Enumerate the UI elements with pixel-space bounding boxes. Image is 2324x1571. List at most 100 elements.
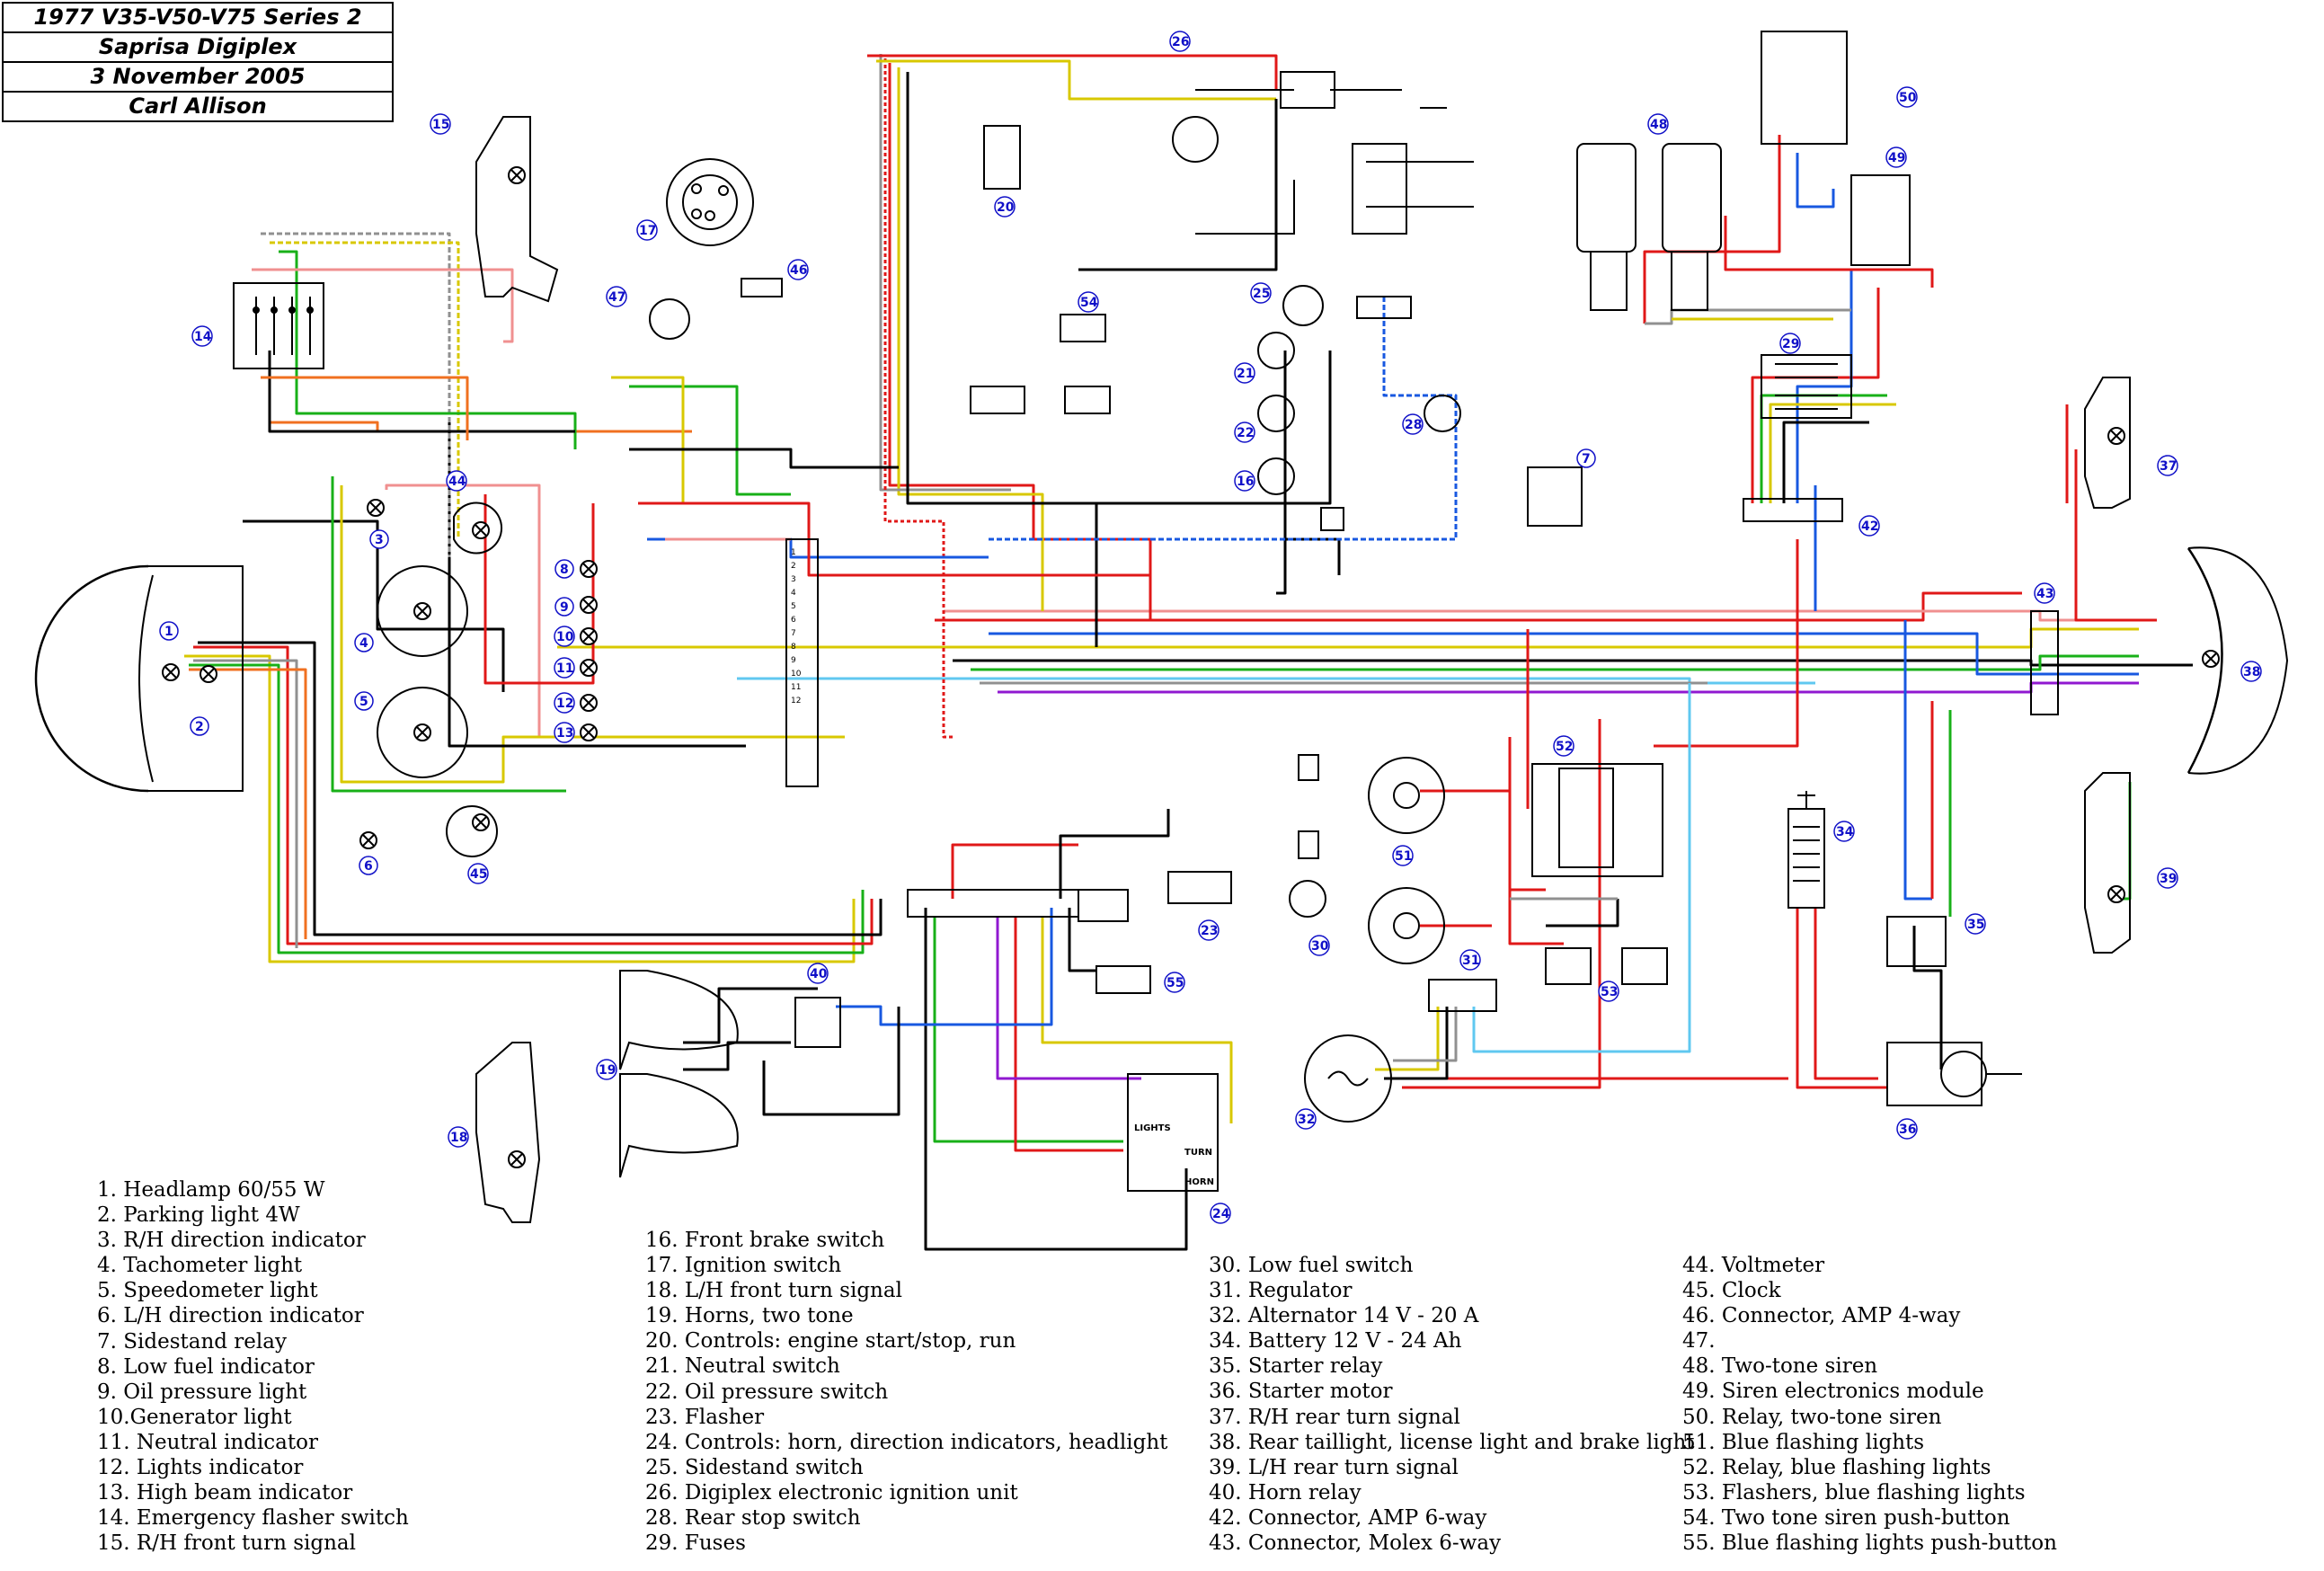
svg-text:2: 2 [195,720,204,734]
callout-37: 37 [2157,455,2178,476]
headlamp-icon [34,564,244,793]
callout-18: 18 [448,1126,469,1148]
svg-text:32: 32 [1298,1113,1315,1127]
callout-20: 20 [994,196,1016,217]
callout-13: 13 [554,722,575,743]
svg-text:51: 51 [1395,849,1412,864]
svg-text:10: 10 [556,630,574,644]
legend-item: 38. Rear taillight, license light and br… [1209,1430,1695,1454]
svg-text:23: 23 [1201,924,1218,938]
legend-item: 47. [1682,1329,1716,1354]
svg-text:46: 46 [790,263,807,278]
starter-motor-icon [1886,1042,2022,1106]
voltmeter-icon [453,501,502,555]
callout-2: 2 [190,716,209,736]
legend-item: 37. R/H rear turn signal [1209,1405,1460,1429]
svg-text:36: 36 [1899,1123,1916,1137]
svg-text:15: 15 [432,118,449,132]
svg-text:24: 24 [1212,1207,1230,1221]
legend-item: 28. Rear stop switch [645,1506,861,1531]
callout-51: 51 [1392,845,1414,866]
legend-item: 20. Controls: engine start/stop, run [645,1329,1016,1354]
svg-text:39: 39 [2160,872,2177,886]
svg-text:7: 7 [791,629,796,638]
legend-item: 10.Generator light [97,1405,292,1429]
callout-31: 31 [1459,949,1481,971]
legend-item: 25. Sidestand switch [645,1455,864,1479]
svg-text:11: 11 [556,661,573,676]
callout-49: 49 [1885,146,1907,168]
rear-turn-signal-rh-icon [2084,377,2131,509]
svg-text:6: 6 [791,616,796,625]
legend-item: 18. L/H front turn signal [645,1279,902,1303]
callout-10: 10 [554,626,575,647]
callout-48: 48 [1647,113,1669,135]
callout-9: 9 [554,597,574,617]
svg-text:18: 18 [450,1131,467,1145]
svg-text:11: 11 [791,683,801,692]
svg-text:53: 53 [1601,985,1618,999]
svg-text:26: 26 [1172,35,1189,49]
callout-53: 53 [1598,981,1619,1002]
svg-text:19: 19 [599,1063,616,1078]
legend-item: 13. High beam indicator [97,1481,353,1505]
callout-43: 43 [2034,582,2055,604]
legend-item: 24. Controls: horn, direction indicators… [645,1430,1168,1454]
legend-item: 8. Low fuel indicator [97,1354,315,1379]
wire-red-main [935,591,2022,622]
legend-item: 11. Neutral indicator [97,1430,318,1454]
svg-text:13: 13 [556,726,573,741]
legend-item: 32. Alternator 14 V - 20 A [1209,1304,1479,1328]
callout-17: 17 [636,219,658,241]
svg-text:7: 7 [1582,452,1591,466]
callout-14: 14 [191,325,213,347]
legend-item: 46. Connector, AMP 4-way [1682,1304,1961,1328]
svg-text:28: 28 [1405,418,1422,432]
callout-47: 47 [606,286,627,307]
callout-5: 5 [354,691,374,711]
svg-text:12: 12 [556,697,573,711]
svg-text:34: 34 [1836,825,1854,839]
component-callouts: 1 2 3 4 5 6 7 8 9 10 11 12 13 14 15 16 1… [159,31,2262,1224]
legend-item: 22. Oil pressure switch [645,1380,889,1404]
legend-item: 5. Speedometer light [97,1279,318,1303]
legend-item: 40. Horn relay [1209,1480,1362,1504]
callout-22: 22 [1234,422,1255,443]
svg-text:8: 8 [560,563,569,577]
callout-35: 35 [1965,913,1986,935]
callout-54: 54 [1078,291,1099,313]
callout-16: 16 [1234,470,1255,492]
svg-text:4: 4 [359,636,368,651]
svg-text:44: 44 [448,475,466,489]
svg-text:10: 10 [791,670,802,679]
svg-text:30: 30 [1311,939,1329,954]
legend-item: 30. Low fuel switch [1209,1254,1414,1277]
legend-item: 17. Ignition switch [645,1254,842,1278]
svg-text:49: 49 [1888,151,1905,165]
legend-item: 51. Blue flashing lights [1682,1430,1925,1454]
svg-text:9: 9 [560,600,569,615]
svg-text:20: 20 [997,200,1015,215]
svg-text:12: 12 [791,697,801,706]
callout-1: 1 [159,621,179,641]
switch-label-horn: HORN [1184,1177,1214,1187]
svg-text:55: 55 [1166,976,1184,990]
svg-text:17: 17 [639,224,656,238]
legend-item: 42. Connector, AMP 6-way [1209,1505,1487,1530]
legend-item: 23. Flasher [645,1405,765,1429]
callout-50: 50 [1896,86,1918,108]
callout-39: 39 [2157,867,2178,889]
callout-24: 24 [1210,1203,1231,1224]
svg-text:35: 35 [1967,918,1984,932]
svg-text:3: 3 [375,533,384,547]
front-turn-signal-lh-icon [475,1042,541,1223]
title-line-date: 3 November 2005 [4,63,392,93]
legend-item: 54. Two tone siren push-button [1682,1505,2010,1530]
legend-item: 55. Blue flashing lights push-button [1682,1531,2057,1556]
legend-item: 44. Voltmeter [1682,1254,1825,1277]
svg-text:22: 22 [1237,426,1254,440]
callout-12: 12 [554,692,575,714]
wire-blue-main [989,632,2139,676]
callout-8: 8 [554,559,574,579]
